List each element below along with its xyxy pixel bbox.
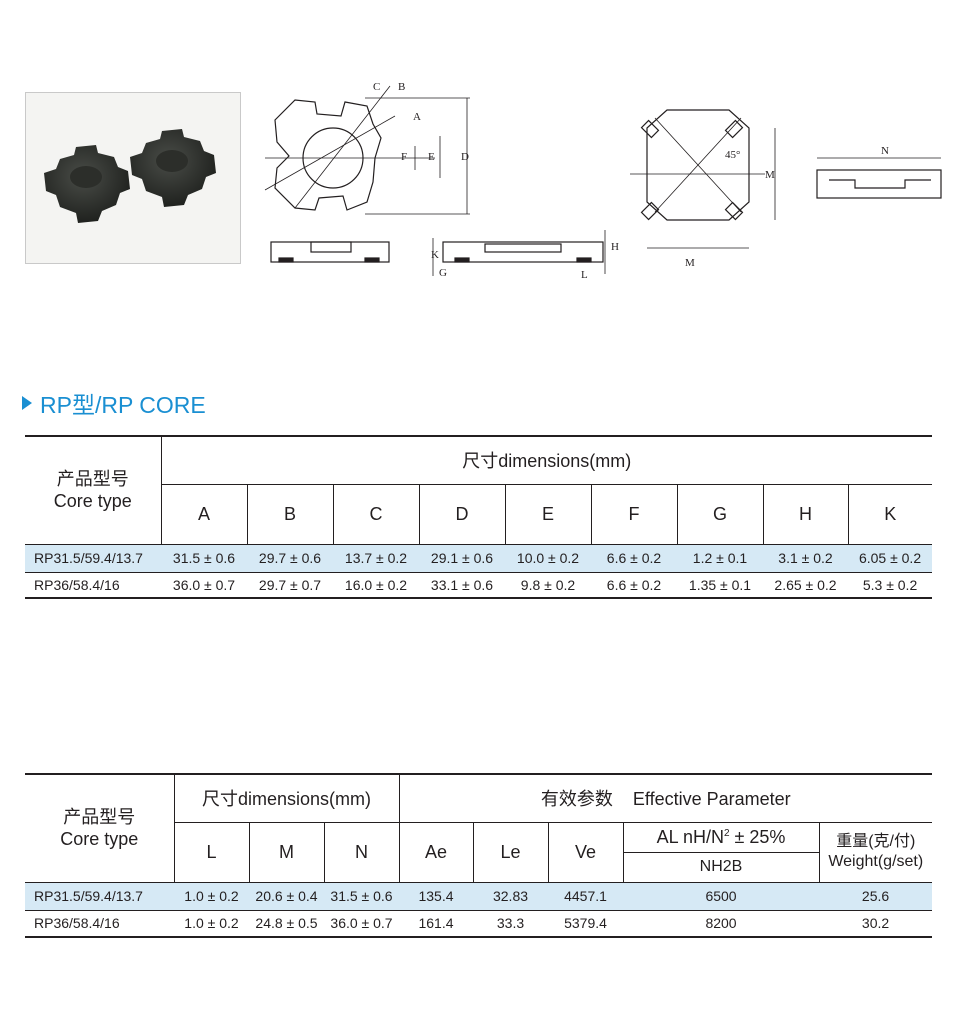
technical-drawings: C B A F E D K G H L 45° M M N	[264, 81, 942, 281]
cell: 29.1 ± 0.6	[419, 543, 505, 572]
cell: 1.0 ± 0.2	[174, 909, 249, 937]
label-d: D	[461, 151, 469, 163]
cell: 33.3	[473, 909, 549, 937]
col-c: C	[332, 484, 419, 544]
cell: 6.6 ± 0.2	[591, 571, 677, 598]
label-g: G	[439, 267, 447, 279]
label-m-bottom: M	[685, 257, 695, 269]
cell: 33.1 ± 0.6	[419, 571, 505, 598]
dimensions-header: 尺寸dimensions(mm)	[160, 436, 933, 485]
cell: 20.6 ± 0.4	[249, 881, 324, 910]
cell: 25.6	[819, 881, 933, 910]
label-angle: 45°	[725, 149, 740, 161]
cell: 1.2 ± 0.1	[677, 543, 763, 572]
cell: 6.6 ± 0.2	[591, 543, 677, 572]
label-c: C	[373, 81, 380, 93]
col-material: NH2B	[622, 852, 820, 882]
col-m: M	[248, 822, 324, 882]
label-e: E	[428, 151, 435, 163]
cell: 135.4	[399, 881, 474, 910]
row-model: RP31.5/59.4/13.7	[25, 881, 174, 910]
label-k: K	[431, 249, 439, 261]
row-model: RP31.5/59.4/13.7	[25, 543, 161, 572]
col-e: E	[504, 484, 591, 544]
table-row: RP36/58.4/16 36.0 ± 0.7 29.7 ± 0.7 16.0 …	[25, 571, 933, 598]
col-ve: Ve	[547, 822, 624, 882]
cell: 13.7 ± 0.2	[333, 543, 419, 572]
table-row: RP31.5/59.4/13.7 1.0 ± 0.2 20.6 ± 0.4 31…	[25, 881, 933, 910]
dimensions-table: 产品型号 Core type 尺寸dimensions(mm) A B C D …	[25, 435, 933, 599]
col-h: H	[762, 484, 848, 544]
cell: 9.8 ± 0.2	[505, 571, 591, 598]
col-g: G	[676, 484, 763, 544]
col-f: F	[590, 484, 677, 544]
cell: 29.7 ± 0.6	[247, 543, 333, 572]
cell: 24.8 ± 0.5	[249, 909, 324, 937]
cell: 5379.4	[548, 909, 624, 937]
cell: 1.0 ± 0.2	[174, 881, 249, 910]
col-d: D	[418, 484, 505, 544]
core-type-header: 产品型号 Core type	[60, 807, 139, 850]
core-type-header: 产品型号 Core type	[53, 469, 132, 512]
col-l: L	[173, 822, 249, 882]
section-heading: RP型/RP CORE	[22, 386, 206, 420]
cell: 10.0 ± 0.2	[505, 543, 591, 572]
col-al: AL nH/N2 ± 25%	[622, 822, 820, 853]
cell: 8200	[623, 909, 820, 937]
col-n: N	[323, 822, 400, 882]
cell: 31.5 ± 0.6	[161, 543, 247, 572]
label-n: N	[881, 145, 889, 157]
label-h: H	[611, 241, 619, 253]
effective-parameter-header: 有效参数 Effective Parameter	[398, 774, 933, 823]
label-m-right: M	[765, 169, 775, 181]
col-a: A	[160, 484, 247, 544]
table-row: RP36/58.4/16 1.0 ± 0.2 24.8 ± 0.5 36.0 ±…	[25, 909, 933, 937]
section-title: RP型/RP CORE	[40, 392, 206, 418]
col-weight: 重量(克/付) Weight(g/set)	[818, 822, 933, 882]
cell: 32.83	[473, 881, 549, 910]
label-l: L	[581, 269, 588, 281]
cell: 2.65 ± 0.2	[763, 571, 848, 598]
parameters-table: 产品型号 Core type 尺寸dimensions(mm) 有效参数 Eff…	[25, 773, 933, 938]
cell: 36.0 ± 0.7	[324, 909, 400, 937]
label-b: B	[398, 81, 405, 93]
label-a: A	[413, 111, 421, 123]
core-photo-illustration	[44, 129, 216, 223]
row-model: RP36/58.4/16	[25, 909, 174, 937]
col-k: K	[847, 484, 933, 544]
label-f: F	[401, 151, 407, 163]
cell: 6500	[623, 881, 820, 910]
dimensions-header: 尺寸dimensions(mm)	[173, 774, 400, 823]
cell: 1.35 ± 0.1	[677, 571, 763, 598]
cell: 5.3 ± 0.2	[848, 571, 933, 598]
col-b: B	[246, 484, 333, 544]
cell: 6.05 ± 0.2	[848, 543, 933, 572]
cell: 4457.1	[548, 881, 624, 910]
product-photo	[25, 92, 241, 264]
table-row: RP31.5/59.4/13.7 31.5 ± 0.6 29.7 ± 0.6 1…	[25, 543, 933, 572]
cell: 36.0 ± 0.7	[161, 571, 247, 598]
cell: 3.1 ± 0.2	[763, 543, 848, 572]
cell: 161.4	[399, 909, 474, 937]
cell: 16.0 ± 0.2	[333, 571, 419, 598]
cell: 31.5 ± 0.6	[324, 881, 400, 910]
cell: 30.2	[819, 909, 933, 937]
cell: 29.7 ± 0.7	[247, 571, 333, 598]
play-triangle-icon	[22, 396, 32, 410]
row-model: RP36/58.4/16	[25, 571, 161, 598]
col-le: Le	[472, 822, 549, 882]
col-ae: Ae	[398, 822, 474, 882]
